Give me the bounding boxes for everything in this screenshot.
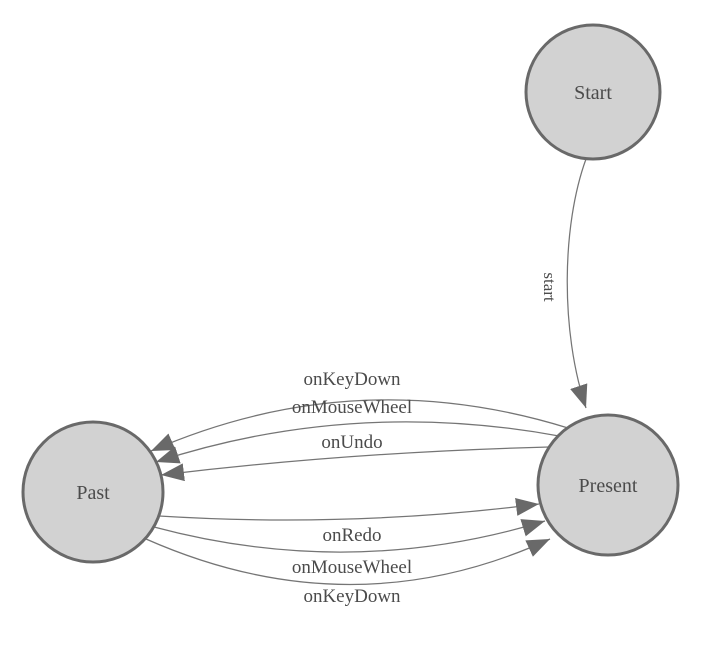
transition-present-to-past-onmousewheel[interactable] [155,421,560,464]
edge-label-start: start [540,272,559,302]
transition-start-to-present[interactable] [566,158,588,409]
state-node-past[interactable]: Past [21,420,165,564]
transition-past-to-present-onredo[interactable] [158,497,540,521]
transition-present-to-past-onundo[interactable] [160,446,550,482]
edge-label-onmousewheel-top: onMouseWheel [292,397,412,418]
state-circle-start[interactable] [524,23,662,161]
state-circle-present[interactable] [536,413,680,557]
state-label-past: Past [76,482,110,504]
transition-present-to-past-onkeydown[interactable] [150,399,569,452]
edge-labels-layer: start onKeyDown onMouseWheel onUndo onRe… [292,272,559,607]
state-node-present[interactable]: Present [536,413,680,557]
transitions-layer [145,158,588,586]
edge-label-onkeydown-top: onKeyDown [303,369,401,390]
transition-past-to-present-onmousewheel[interactable] [153,519,546,553]
edge-label-onundo: onUndo [321,432,382,453]
state-circle-past[interactable] [21,420,165,564]
transition-past-to-present-onkeydown[interactable] [145,538,551,586]
edge-label-onmousewheel-bottom: onMouseWheel [292,557,412,578]
edge-label-onkeydown-bottom: onKeyDown [303,586,401,607]
state-label-present: Present [579,475,638,497]
edge-label-onredo: onRedo [322,525,381,546]
state-label-start: Start [574,82,612,104]
state-node-start[interactable]: Start [524,23,662,161]
